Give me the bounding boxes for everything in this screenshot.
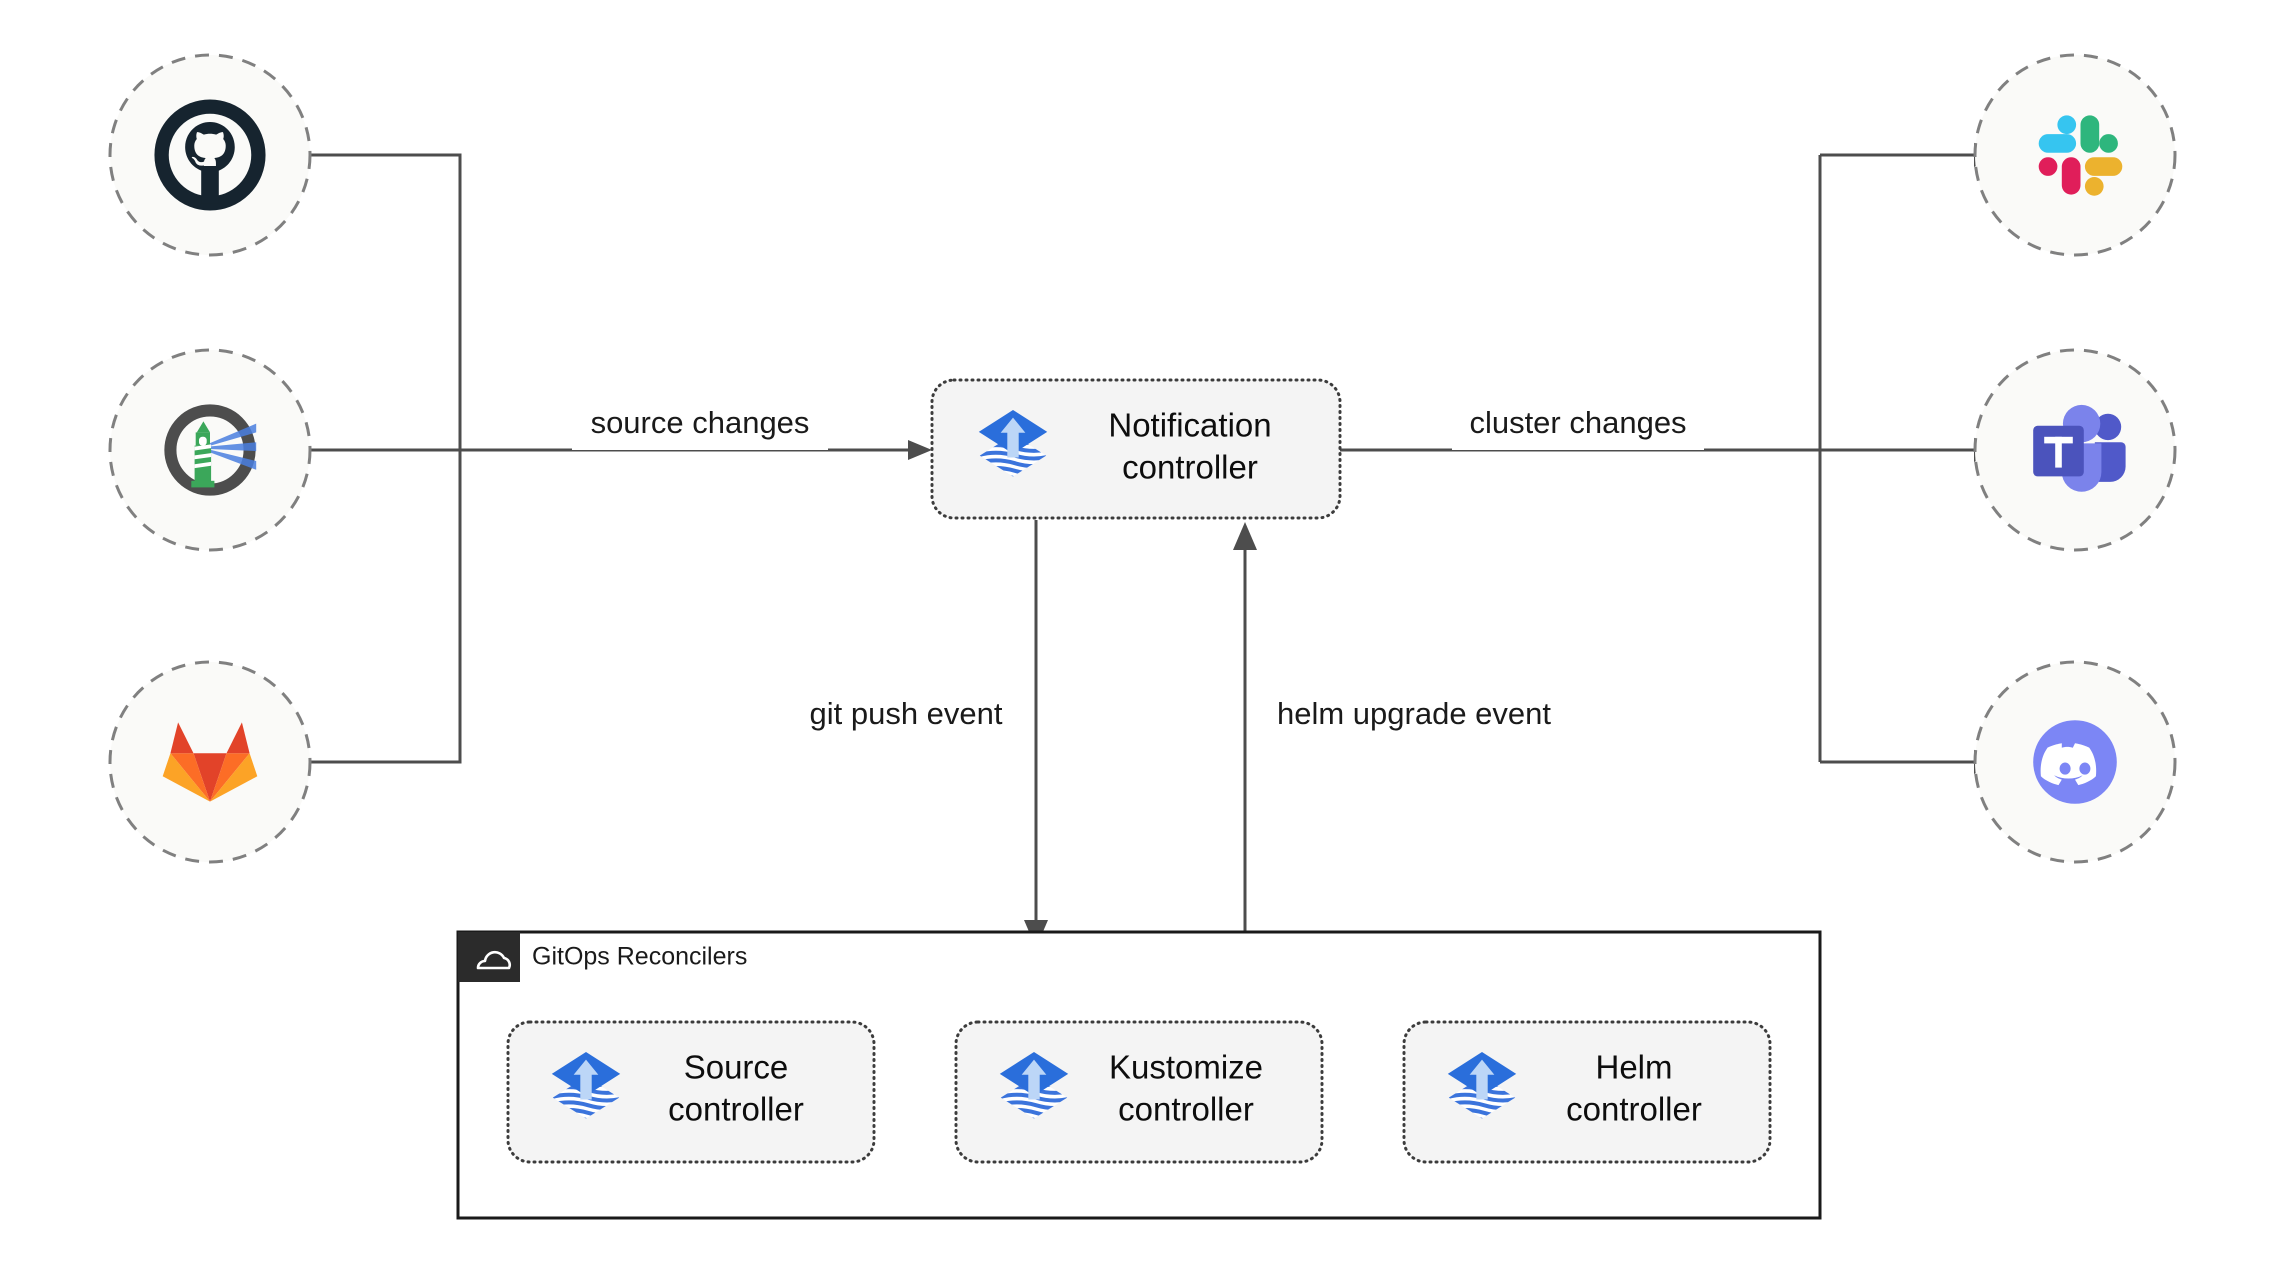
node-discord[interactable] (1973, 660, 2177, 864)
node-notification-controller[interactable]: Notification controller (930, 378, 1342, 520)
source-controller-label-line1: Source (684, 1049, 789, 1086)
edge-notification-to-destinations (1340, 143, 2002, 774)
node-flux-source[interactable] (108, 348, 312, 552)
notification-controller-label-line1: Notification (1108, 407, 1271, 444)
edge-git-push-event (1024, 520, 1048, 948)
edge-helm-upgrade-event (1233, 522, 1257, 932)
helm-controller-label-line2: controller (1566, 1091, 1702, 1128)
svg-text:cluster changes: cluster changes (1469, 405, 1686, 440)
node-github[interactable] (108, 53, 312, 257)
group-label: GitOps Reconcilers (532, 943, 747, 971)
helm-controller-label-line1: Helm (1595, 1049, 1672, 1086)
node-helm-controller[interactable]: Helm controller (1402, 1020, 1772, 1164)
node-slack[interactable] (1973, 53, 2177, 257)
svg-text:source changes: source changes (591, 405, 810, 440)
source-controller-label-line2: controller (668, 1091, 804, 1128)
node-kustomize-controller[interactable]: Kustomize controller (954, 1020, 1324, 1164)
edge-label-cluster-changes: cluster changes (1452, 398, 1704, 450)
kustomize-controller-label-line2: controller (1118, 1091, 1254, 1128)
edge-sources-to-notification (290, 153, 932, 764)
node-gitlab[interactable] (108, 660, 312, 864)
discord-icon (2033, 720, 2117, 804)
edge-label-git-push-event: git push event (786, 690, 1026, 742)
node-teams[interactable] (1973, 348, 2177, 552)
edge-label-helm-upgrade-event: helm upgrade event (1264, 690, 1564, 742)
node-source-controller[interactable]: Source controller (506, 1020, 876, 1164)
svg-text:git push event: git push event (809, 696, 1002, 731)
edge-label-source-changes: source changes (572, 398, 828, 450)
svg-text:helm upgrade event: helm upgrade event (1277, 696, 1551, 731)
kustomize-controller-label-line1: Kustomize (1109, 1049, 1263, 1086)
notification-controller-label-line2: controller (1122, 449, 1258, 486)
